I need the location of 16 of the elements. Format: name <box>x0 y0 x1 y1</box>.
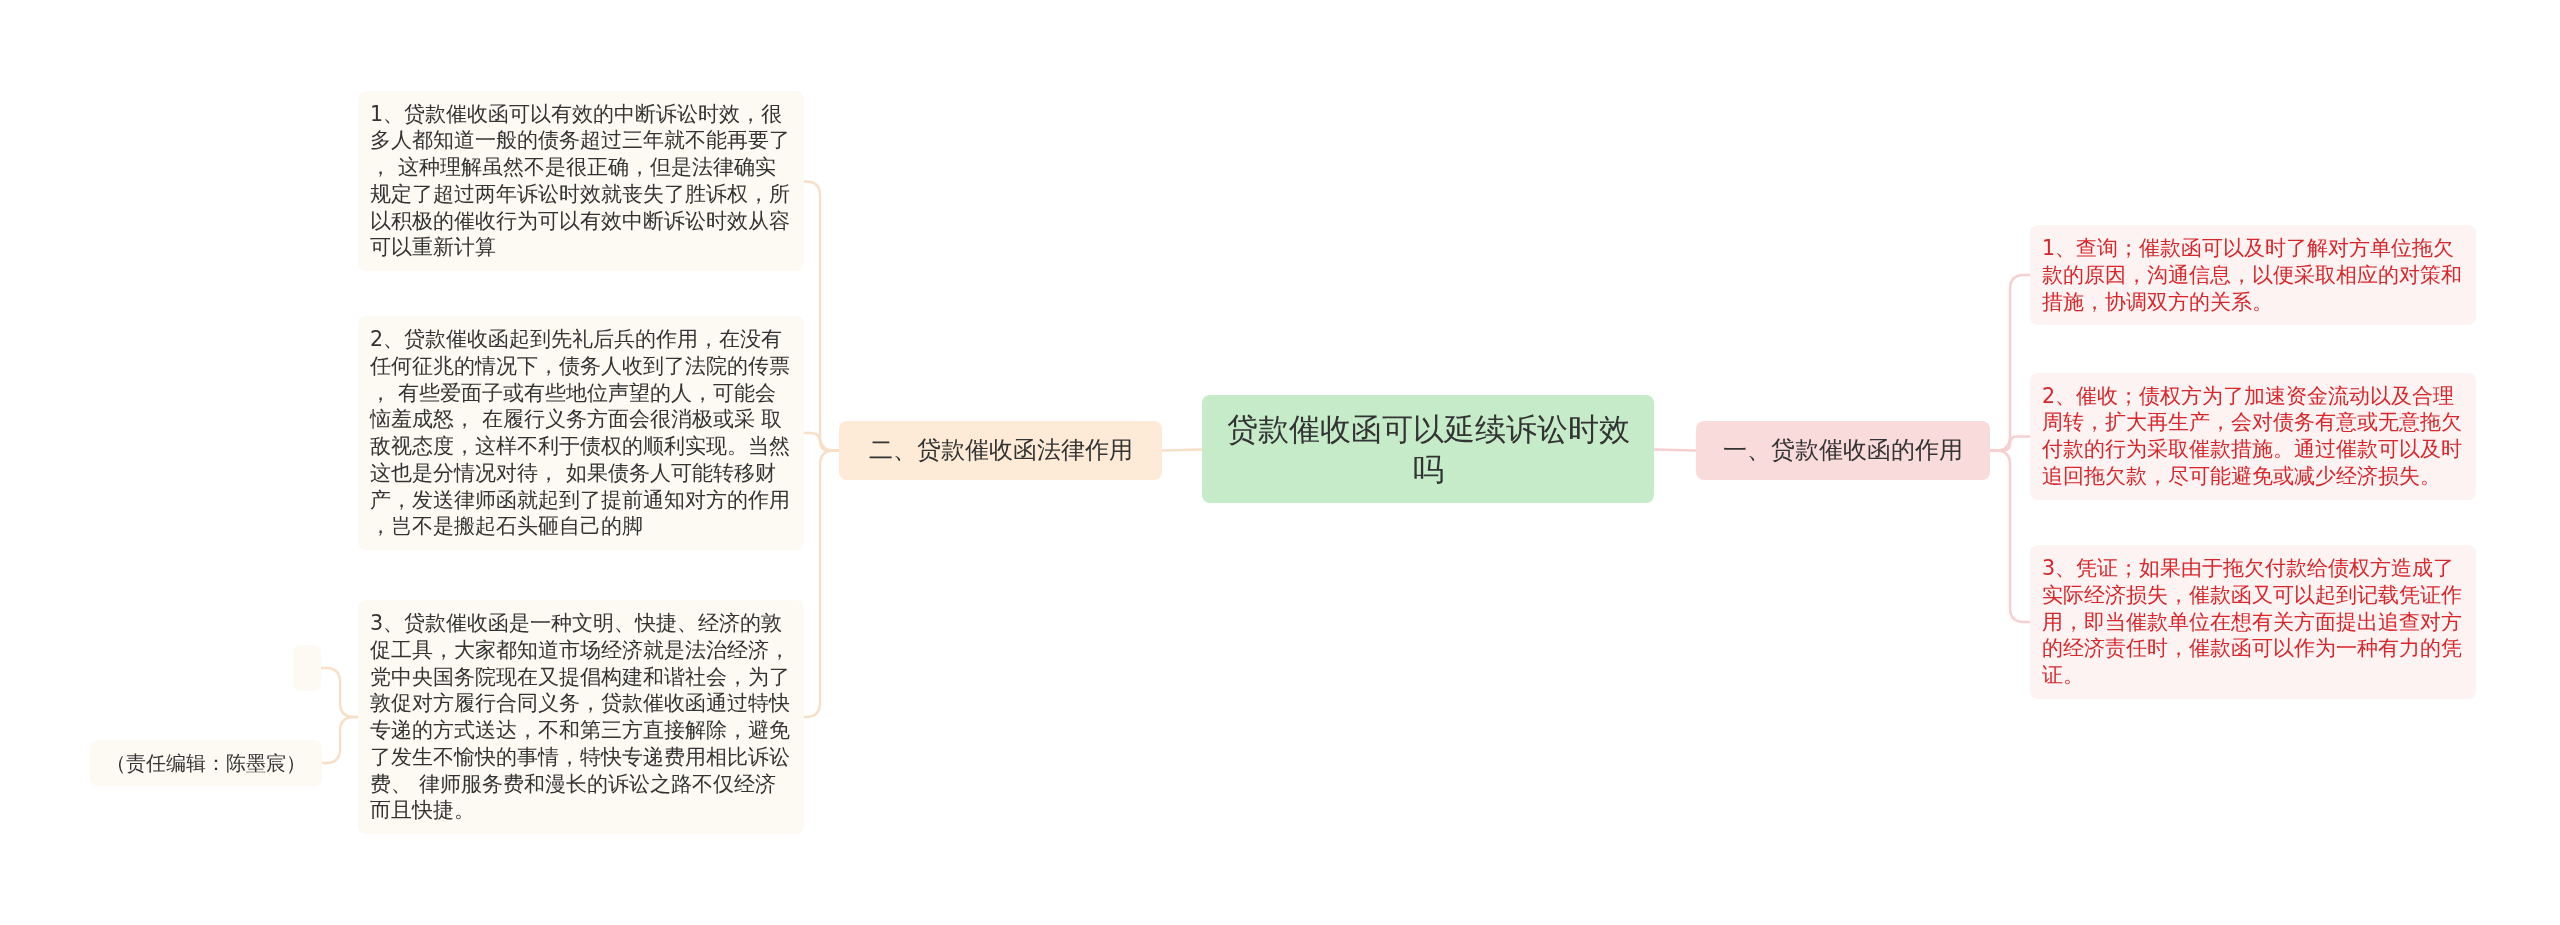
connector-line <box>803 449 839 719</box>
note-box: 1、贷款催收函可以有效的中断诉讼时效，很多人都知道一般的债务超过三年就不能再要了， 这种理解虽然不是很正确，但是法律确实规定了超过两年诉讼时效就丧失了胜诉权，所以积极的催收行为可以有效中断诉讼时效从容可以重新计算 <box>358 90 804 272</box>
note-box: 3、贷款催收函是一种文明、快捷、经济的敦促工具，大家都知道市场经济就是法治经济，党中央国务院现在又提倡构建和谐社会，为了敦促对方履行合同义务，贷款催收函通过特快专递的方式送达，不和第三方直接解除，避免了发生不愉快的事情，特快专递费用相比诉讼费、 律师服务费和漫长的诉讼之路不仅经济而且快捷。 <box>358 600 804 835</box>
note-box: 2、贷款催收函起到先礼后兵的作用，在没有任何征兆的情况下，债务人收到了法院的传票， 有些爱面子或有些地位声望的人，可能会恼羞成怒， 在履行义务方面会很消极或采 取敌视态度，这样不利于债权的顺利实现。当然这也是分情况对待， 如果债务人可能转移财产，发送律师函就起到了提前通知对方的作用，岂不是搬起石头砸自己的脚 <box>358 316 804 551</box>
note-box: 3、凭证；如果由于拖欠付款给债权方造成了实际经济损失，催款函又可以起到记载凭证作用，即当催款单位在想有关方面提出追查对方的经济责任时，催款函可以作为一种有力的凭证。 <box>2030 545 2476 699</box>
note-box: （责任编辑：陈墨宸） <box>90 740 322 786</box>
branch-box: 一、贷款催收函的作用 <box>1696 420 1990 480</box>
topic-box: 贷款催收函可以延续诉讼时效吗 <box>1202 394 1654 504</box>
connector-line <box>1990 449 2030 624</box>
empty-box <box>293 645 321 691</box>
branch-box: 二、贷款催收函法律作用 <box>839 420 1162 480</box>
note-box: 2、催收；债权方为了加速资金流动以及合理周转，扩大再生产，会对债务有意或无意拖欠付款的行为采取催款措施。通过催款可以及时追回拖欠款，尽可能避免或减少经济损失。 <box>2030 372 2476 500</box>
connector-line <box>322 715 358 765</box>
note-box: 1、查询；催款函可以及时了解对方单位拖欠款的原因，沟通信息，以便采取相应的对策和措施，协调双方的关系。 <box>2030 225 2476 326</box>
connector-line <box>1653 448 1697 452</box>
connector-line <box>1161 448 1203 452</box>
